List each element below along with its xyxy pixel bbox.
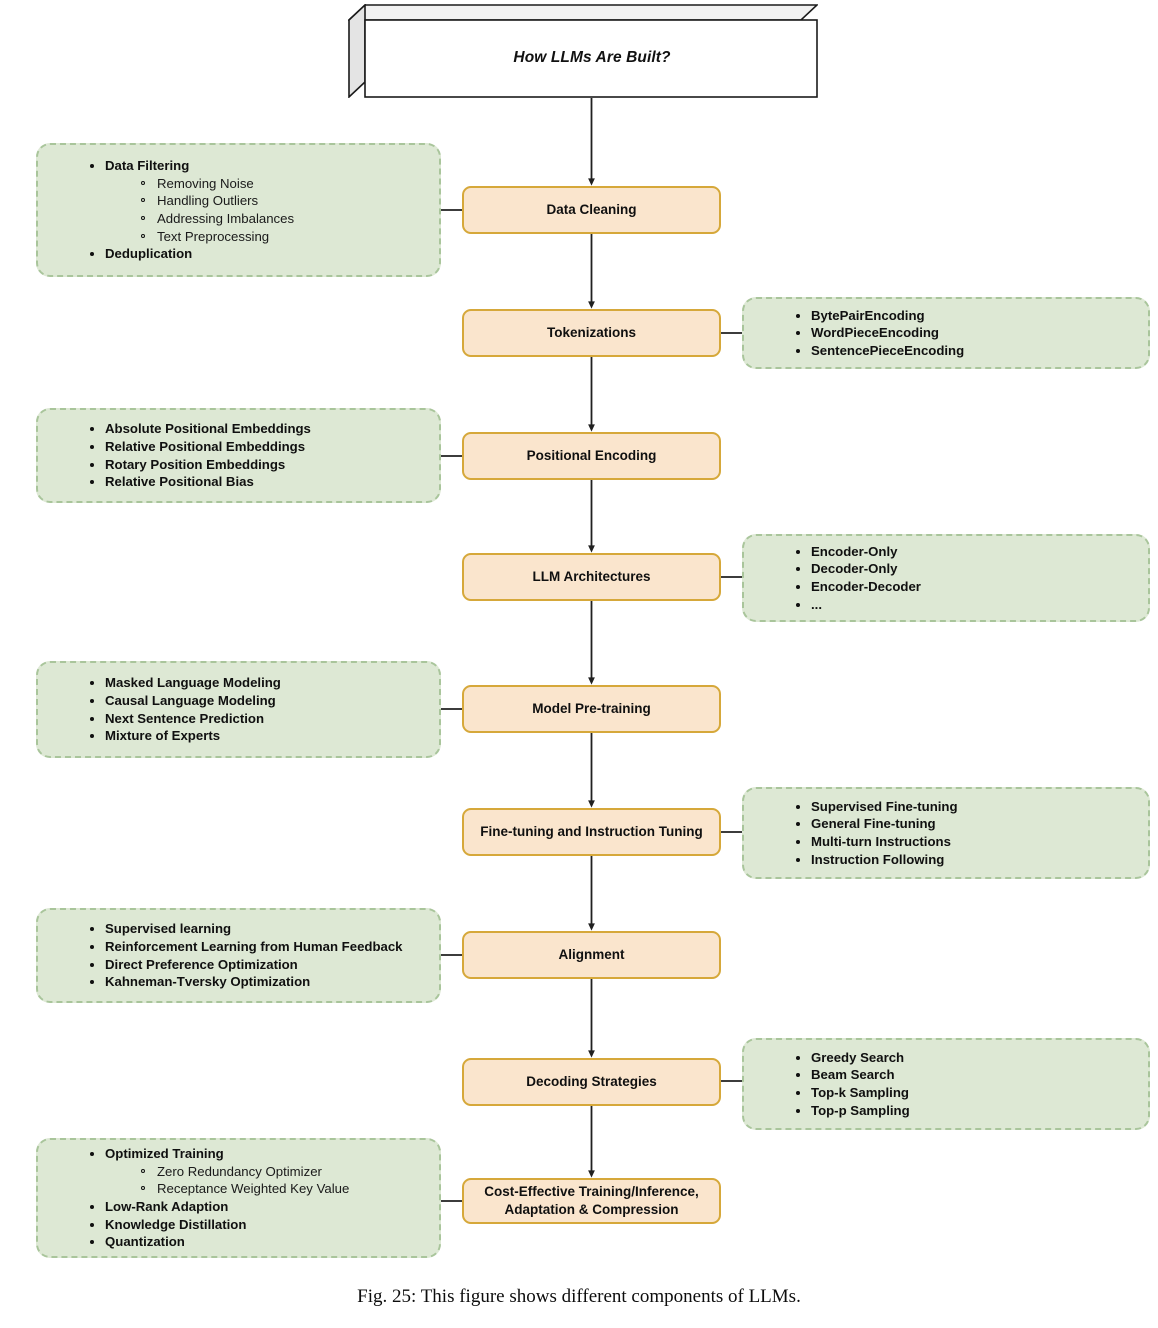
- detail-tokenizations: BytePairEncoding WordPieceEncoding Sente…: [742, 297, 1150, 369]
- detail-cost-effective: Optimized Training Zero Redundancy Optim…: [36, 1138, 441, 1258]
- list-item: Next Sentence Prediction: [90, 710, 433, 728]
- stage-decoding-strategies[interactable]: Decoding Strategies: [462, 1058, 721, 1106]
- list-item: Greedy Search: [796, 1049, 1142, 1067]
- detail-llm-architectures: Encoder-Only Decoder-Only Encoder-Decode…: [742, 534, 1150, 622]
- detail-fine-tuning: Supervised Fine-tuning General Fine-tuni…: [742, 787, 1150, 879]
- list-item: General Fine-tuning: [796, 815, 1142, 833]
- list-item: WordPieceEncoding: [796, 324, 1142, 342]
- list-item: Deduplication: [90, 245, 433, 263]
- list-item: Handling Outliers: [141, 192, 433, 210]
- detail-data-cleaning: Data Filtering Removing Noise Handling O…: [36, 143, 441, 277]
- list-item: Direct Preference Optimization: [90, 956, 433, 974]
- list-item: Supervised Fine-tuning: [796, 798, 1142, 816]
- list-item: Receptance Weighted Key Value: [141, 1180, 433, 1198]
- list-item: Supervised learning: [90, 920, 433, 938]
- stage-cost-effective[interactable]: Cost-Effective Training/Inference, Adapt…: [462, 1178, 721, 1224]
- title-label: How LLMs Are Built?: [513, 49, 671, 66]
- stage-model-pre-training[interactable]: Model Pre-training: [462, 685, 721, 733]
- stage-llm-architectures[interactable]: LLM Architectures: [462, 553, 721, 601]
- detail-positional-encoding: Absolute Positional Embeddings Relative …: [36, 408, 441, 503]
- list-item: Zero Redundancy Optimizer: [141, 1163, 433, 1181]
- list-item: Relative Positional Bias: [90, 473, 433, 491]
- list-item: Low-Rank Adaption: [90, 1198, 433, 1216]
- list-item: Multi-turn Instructions: [796, 833, 1142, 851]
- stage-data-cleaning[interactable]: Data Cleaning: [462, 186, 721, 234]
- list-item: Text Preprocessing: [141, 228, 433, 246]
- list-item: Encoder-Decoder: [796, 578, 1142, 596]
- list-item: Removing Noise: [141, 175, 433, 193]
- list-item: Quantization: [90, 1233, 433, 1251]
- list-item: Causal Language Modeling: [90, 692, 433, 710]
- list-item: Top-k Sampling: [796, 1084, 1142, 1102]
- list-item: SentencePieceEncoding: [796, 342, 1142, 360]
- stage-positional-encoding[interactable]: Positional Encoding: [462, 432, 721, 480]
- list-item: Reinforcement Learning from Human Feedba…: [90, 938, 433, 956]
- list-item: ...: [796, 596, 1142, 614]
- stage-fine-tuning[interactable]: Fine-tuning and Instruction Tuning: [462, 808, 721, 856]
- list-item: Addressing Imbalances: [141, 210, 433, 228]
- list-item: Instruction Following: [796, 851, 1142, 869]
- list-item: Data Filtering Removing Noise Handling O…: [90, 157, 433, 245]
- list-item: BytePairEncoding: [796, 307, 1142, 325]
- list-item: Encoder-Only: [796, 543, 1142, 561]
- detail-decoding-strategies: Greedy Search Beam Search Top-k Sampling…: [742, 1038, 1150, 1130]
- list-item: Knowledge Distillation: [90, 1216, 433, 1234]
- list-item: Relative Positional Embeddings: [90, 438, 433, 456]
- list-item: Optimized Training Zero Redundancy Optim…: [90, 1145, 433, 1198]
- detail-alignment: Supervised learning Reinforcement Learni…: [36, 908, 441, 1003]
- list-item: Decoder-Only: [796, 560, 1142, 578]
- stage-tokenizations[interactable]: Tokenizations: [462, 309, 721, 357]
- list-item: Rotary Position Embeddings: [90, 456, 433, 474]
- stage-alignment[interactable]: Alignment: [462, 931, 721, 979]
- list-item: Beam Search: [796, 1066, 1142, 1084]
- list-item: Kahneman-Tversky Optimization: [90, 973, 433, 991]
- list-item: Masked Language Modeling: [90, 674, 433, 692]
- figure-caption: Fig. 25: This figure shows different com…: [357, 1286, 801, 1307]
- list-item: Top-p Sampling: [796, 1102, 1142, 1120]
- list-item: Absolute Positional Embeddings: [90, 420, 433, 438]
- title-box: How LLMs Are Built?: [348, 4, 818, 98]
- list-item: Mixture of Experts: [90, 727, 433, 745]
- detail-model-pre-training: Masked Language Modeling Causal Language…: [36, 661, 441, 758]
